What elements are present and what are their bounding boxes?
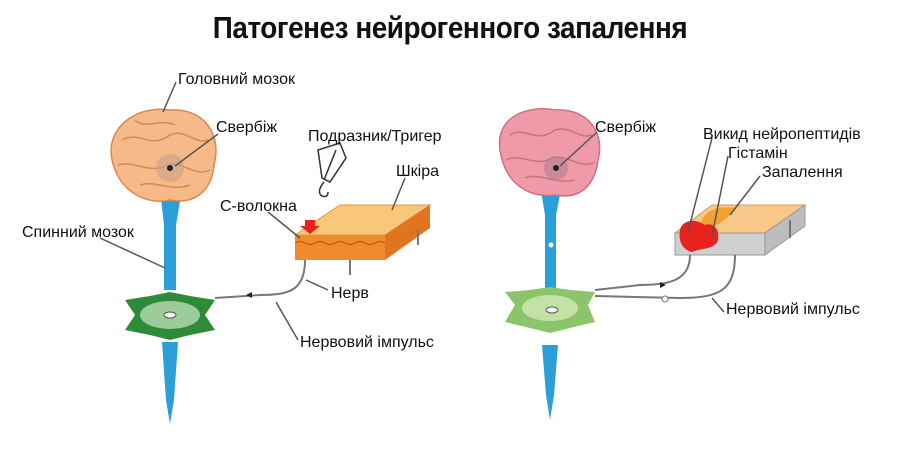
skin-block-left	[293, 204, 432, 275]
itch-label: Свербіж	[595, 119, 656, 136]
impulse-label: Нервовий імпульс	[300, 334, 434, 351]
brain-right	[498, 108, 601, 197]
trigger-label: Подразник/Тригер	[308, 128, 442, 145]
impulse-arrow-icon	[660, 282, 666, 288]
trigger-tool-icon	[317, 142, 347, 198]
stimulus-arrow-icon	[300, 220, 320, 234]
spinal-cord-section-left	[125, 292, 215, 340]
spinal-cord-lower	[162, 342, 178, 424]
impulse-marker-icon	[661, 295, 669, 303]
spinal-cord-section-right	[505, 287, 595, 333]
impulse-label: Нервовий імпульс	[726, 301, 860, 318]
brain-label: Головний мозок	[178, 71, 296, 88]
brain-left	[110, 108, 217, 202]
spinal-cord-upper	[160, 190, 182, 290]
itch-label: Свербіж	[216, 119, 277, 136]
left-panel: Головний мозок Свербіж Подразник/Тригер …	[22, 71, 442, 424]
spinal-cord-label: Спинний мозок	[22, 224, 135, 241]
skin-block-right	[673, 204, 807, 256]
spinal-cord-lower	[542, 345, 558, 420]
nerve-efferent-right	[594, 254, 691, 291]
inflammation-label: Запалення	[762, 164, 843, 181]
nerve-left	[214, 259, 306, 299]
spinal-cord-upper	[540, 185, 562, 290]
page-title: Патогенез нейрогенного запалення	[212, 10, 688, 45]
nerve-label: Нерв	[331, 285, 369, 302]
neuropeptides-label: Викид нейропептидів	[703, 126, 861, 143]
skin-label: Шкіра	[396, 163, 439, 180]
nerve-afferent-right	[594, 254, 736, 300]
histamine-label: Гістамін	[728, 145, 788, 162]
c-fibers-label: С-волокна	[220, 198, 297, 215]
impulse-arrow-icon	[246, 292, 252, 298]
right-panel: Свербіж Викид нейропептидів Гістамін Зап…	[498, 108, 861, 420]
